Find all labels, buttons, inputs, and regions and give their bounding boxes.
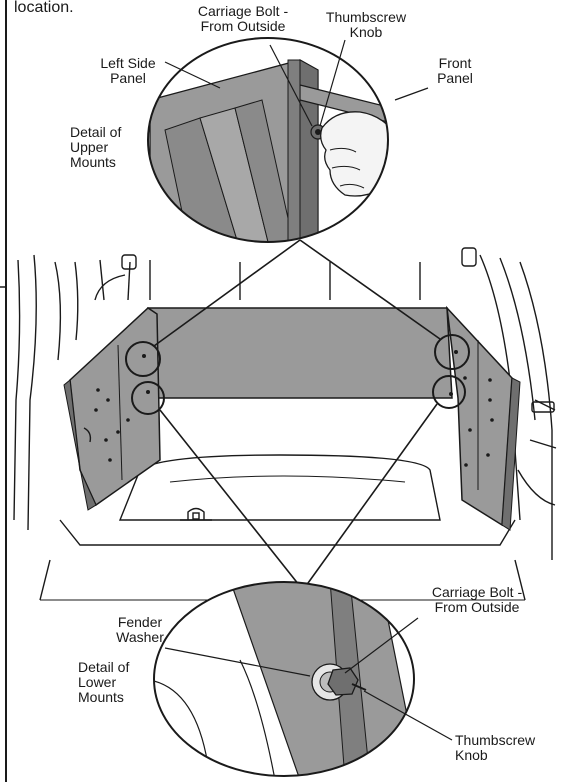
upper-carriage-bolt-label: Carriage Bolt - From Outside bbox=[197, 3, 289, 34]
callout-leaders bbox=[153, 239, 441, 591]
fender-washer-label: Fender Washer bbox=[116, 614, 164, 645]
lower-right-mount-circle bbox=[432, 375, 466, 409]
front-panel bbox=[147, 307, 453, 403]
left-side-panel bbox=[63, 307, 161, 511]
mount-callout-circles bbox=[125, 334, 470, 415]
header-text: location. bbox=[14, 0, 74, 16]
lower-detail-title: Detail of Lower Mounts bbox=[78, 659, 130, 705]
left-side-panel-label: Left Side Panel bbox=[100, 55, 156, 86]
upper-detail-title: Detail of Upper Mounts bbox=[70, 124, 122, 170]
lower-left-mount-circle bbox=[131, 381, 165, 415]
upper-mount-detail-bubble bbox=[147, 37, 429, 243]
lower-carriage-bolt-label: Carriage Bolt - From Outside bbox=[431, 584, 523, 615]
upper-thumbscrew-knob-label: Thumbscrew Knob bbox=[325, 9, 407, 40]
lower-mount-detail-bubble bbox=[153, 581, 453, 777]
right-side-panel bbox=[445, 305, 521, 531]
upper-left-mount-circle bbox=[125, 341, 161, 377]
lower-thumbscrew-knob-label: Thumbscrew Knob bbox=[455, 732, 536, 763]
upper-right-mount-circle bbox=[434, 334, 470, 370]
vehicle-cargo-illustration bbox=[13, 247, 557, 601]
front-panel-label: Front Panel bbox=[437, 55, 473, 86]
